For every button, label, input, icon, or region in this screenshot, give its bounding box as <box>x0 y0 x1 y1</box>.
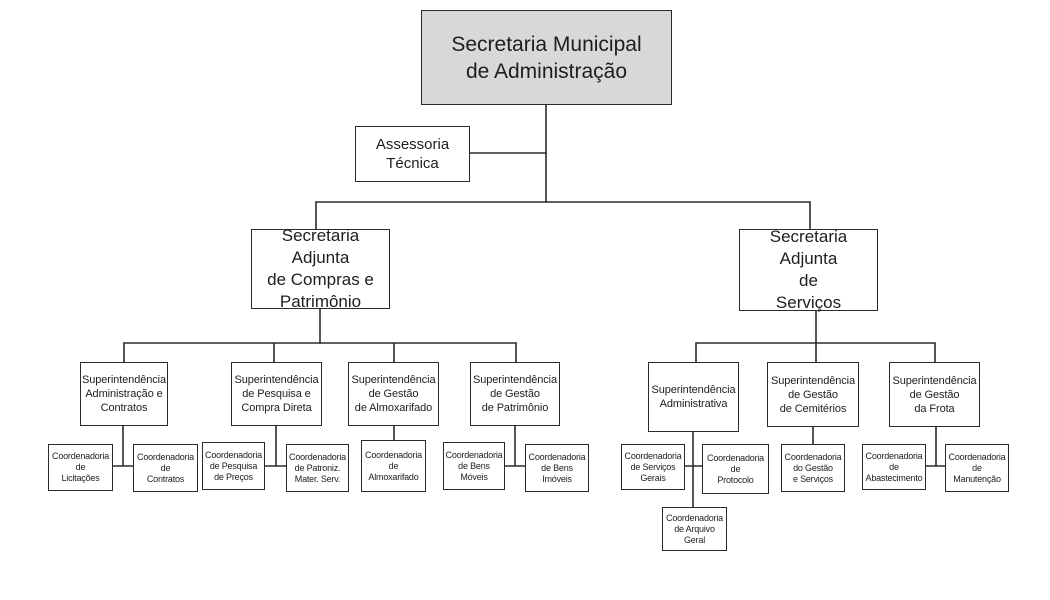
connector-adjuntas-bar <box>315 201 811 230</box>
node-adjunta-servicos: Secretaria Adjunta de Serviços <box>739 227 878 312</box>
node-coord-servicos-gerais: Coordenadoria de Serviços Gerais <box>621 444 685 490</box>
node-coord-gestao-servicos: Coordenadoria do Gestão e Serviços <box>781 444 845 492</box>
connector-coord-administrativa <box>684 431 703 508</box>
node-coord-protocolo: Coordenadoria de Protocolo <box>702 444 769 494</box>
connector-coord-adm-contratos <box>112 425 134 467</box>
node-sup-administracao-contratos: Superintendência Administração e Contrat… <box>80 362 168 426</box>
node-sup-patrimonio: Superintendência de Gestão de Patrimônio <box>470 362 560 426</box>
node-sup-administrativa: Superintendência Administrativa <box>648 362 739 432</box>
node-coord-patroniz: Coordenadoria de Patroniz. Mater. Serv. <box>286 444 349 492</box>
node-sup-almoxarifado: Superintendência de Gestão de Almoxarifa… <box>348 362 439 426</box>
connector-coord-frota <box>925 426 946 467</box>
node-sup-frota: Superintendência de Gestão da Frota <box>889 362 980 427</box>
node-sup-pesquisa-compra: Superintendência de Pesquisa e Compra Di… <box>231 362 322 426</box>
node-coord-bens-moveis: Coordenadoria de Bens Móveis <box>443 442 505 490</box>
node-coord-pesquisa-precos: Coordenadoria de Pesquisa de Preços <box>202 442 265 490</box>
node-coord-manutencao: Coordenadoria de Manutenção <box>945 444 1009 492</box>
connector-servicos-bar <box>695 342 936 363</box>
node-coord-arquivo-geral: Coordenadoria de Arquivo Geral <box>662 507 727 551</box>
node-coord-almoxarifado: Coordenadoria de Almoxarifado <box>361 440 426 492</box>
node-assessoria-tecnica: Assessoria Técnica <box>355 126 470 182</box>
node-coord-licitacoes: Coordenadoria de Licitações <box>48 444 113 491</box>
node-secretaria-municipal: Secretaria Municipal de Administração <box>421 10 672 105</box>
node-adjunta-compras: Secretaria Adjunta de Compras e Patrimôn… <box>251 226 390 311</box>
connector-coord-patrimonio <box>504 425 526 467</box>
node-coord-contratos: Coordenadoria de Contratos <box>133 444 198 492</box>
connector-coord-pesquisa <box>264 425 287 467</box>
node-coord-abastecimento: Coordenadoria de Abastecimento <box>862 444 926 490</box>
connector-compras-bar <box>123 342 517 363</box>
node-sup-cemiterios: Superintendência de Gestão de Cemitérios <box>767 362 859 427</box>
node-coord-bens-imoveis: Coordenadoria de Bens Imóveis <box>525 444 589 492</box>
